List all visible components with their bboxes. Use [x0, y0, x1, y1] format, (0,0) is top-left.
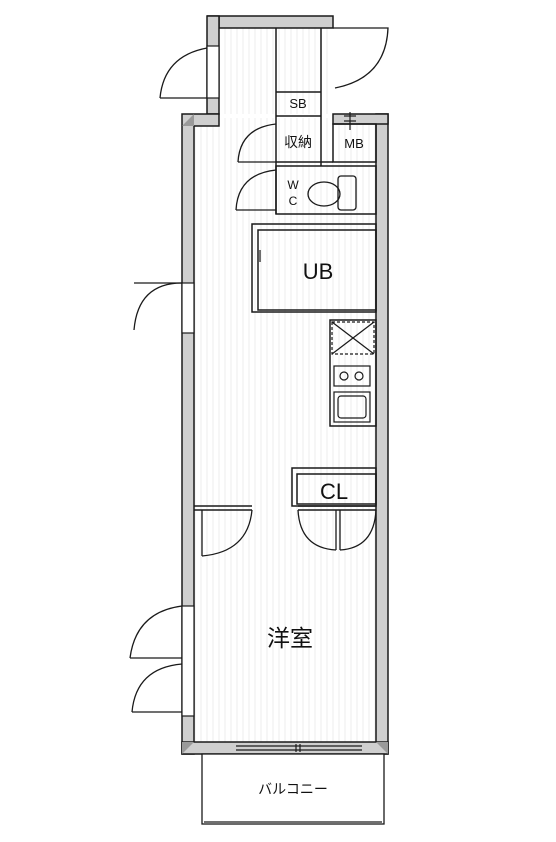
- interior-walls: [194, 28, 377, 511]
- kitchen-fixtures: [331, 321, 375, 423]
- cl-label: CL: [320, 479, 348, 504]
- meter-markers: [259, 112, 356, 752]
- balcony-label: バルコニー: [258, 781, 328, 797]
- toilet-fixture: [307, 175, 357, 211]
- wc-label-c: C: [289, 194, 298, 208]
- storage-label: 収納: [284, 134, 312, 150]
- western-room-label: 洋室: [267, 625, 313, 651]
- left-wall-openings: [181, 45, 220, 717]
- wall-corner-notches: [182, 114, 388, 754]
- wc-label-w: W: [287, 178, 299, 192]
- sb-label: SB: [289, 96, 306, 111]
- balcony: [201, 745, 385, 825]
- ub-label: UB: [303, 259, 334, 284]
- mb-label: MB: [344, 136, 364, 151]
- doors: [129, 27, 389, 713]
